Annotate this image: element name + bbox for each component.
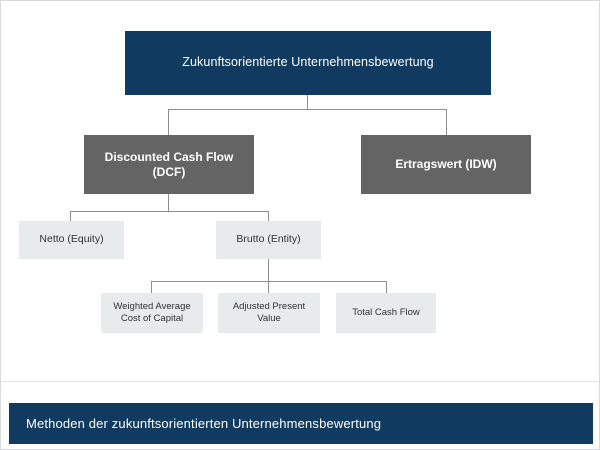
connector-brutto-to-apv: [268, 281, 269, 293]
node-apv-label-line1: Adjusted Present: [232, 301, 306, 313]
connector-dcf-to-brutto: [268, 211, 269, 221]
caption-bar: Methoden der zukunftsorientierten Untern…: [9, 403, 593, 444]
node-wacc[interactable]: Weighted Average Cost of Capital: [101, 293, 203, 333]
node-netto-label: Netto (Equity): [39, 233, 104, 246]
connector-root-stem: [307, 95, 308, 110]
node-dcf-label-line1: Discounted Cash Flow: [104, 149, 234, 164]
node-apv-label-line2: Value: [257, 313, 281, 324]
connector-dcf-stem: [168, 194, 169, 211]
node-dcf[interactable]: Discounted Cash Flow (DCF): [84, 135, 254, 194]
node-apv-label: Adjusted Present Value: [233, 301, 305, 325]
node-dcf-label: Discounted Cash Flow (DCF): [105, 150, 234, 180]
connector-root-to-dcf: [168, 109, 169, 135]
connector-brutto-to-wacc: [151, 281, 152, 293]
node-root[interactable]: Zukunftsorientierte Unternehmensbewertun…: [125, 31, 491, 95]
node-brutto-label: Brutto (Entity): [236, 233, 301, 246]
connector-root-bus: [168, 109, 447, 110]
node-tcf-label: Total Cash Flow: [352, 307, 420, 319]
node-brutto[interactable]: Brutto (Entity): [216, 221, 321, 259]
node-ertragswert-label: Ertragswert (IDW): [395, 157, 497, 171]
node-apv[interactable]: Adjusted Present Value: [218, 293, 320, 333]
node-ertragswert[interactable]: Ertragswert (IDW): [361, 135, 531, 194]
connector-brutto-to-tcf: [386, 281, 387, 293]
node-tcf[interactable]: Total Cash Flow: [336, 293, 436, 333]
connector-brutto-stem: [268, 259, 269, 281]
connector-dcf-bus: [70, 211, 269, 212]
node-dcf-label-line2: (DCF): [152, 164, 186, 179]
node-netto[interactable]: Netto (Equity): [19, 221, 124, 259]
caption-text: Methoden der zukunftsorientierten Untern…: [26, 416, 382, 431]
connector-root-to-ertragswert: [446, 109, 447, 135]
node-wacc-label: Weighted Average Cost of Capital: [113, 301, 190, 325]
node-root-label: Zukunftsorientierte Unternehmensbewertun…: [182, 55, 434, 70]
connector-dcf-to-netto: [70, 211, 71, 221]
footer-divider: [1, 381, 599, 382]
node-wacc-label-line1: Weighted Average: [113, 301, 191, 313]
node-wacc-label-line2: Cost of Capital: [120, 313, 184, 324]
